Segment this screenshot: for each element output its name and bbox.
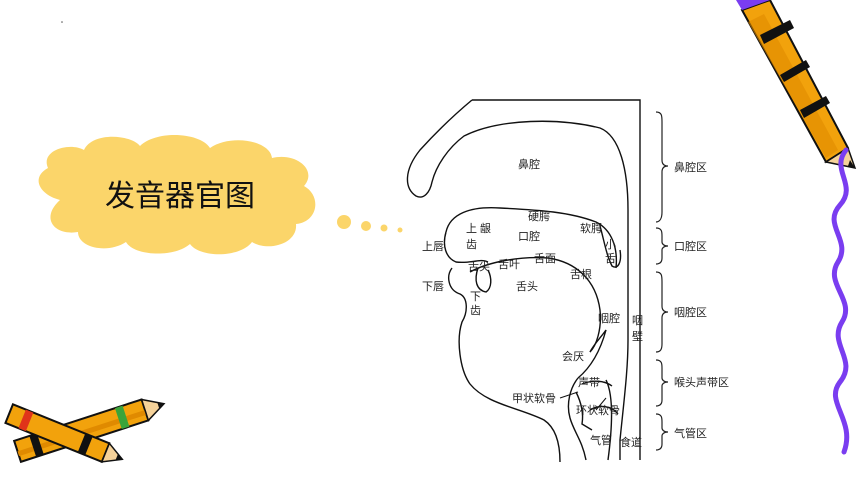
label-tongue-root: 舌根 [570, 267, 592, 281]
label-hard-palate: 硬腭 [528, 210, 550, 223]
label-trachea: 气管 [590, 433, 612, 447]
region-label-pharynx: 咽腔区 [674, 305, 707, 319]
label-esophagus: 食道 [620, 435, 642, 449]
label-nasal-cavity: 鼻腔 [518, 157, 540, 171]
epiglottis-outline [577, 329, 607, 379]
label-tongue-head: 舌头 [516, 280, 538, 293]
label-lower-lip: 下唇 [422, 280, 444, 293]
esophagus-outline [605, 379, 613, 461]
title-cloud: 发音器官图 [38, 134, 403, 255]
label-upper-teeth-1: 上 [466, 222, 477, 235]
label-leaders [559, 391, 607, 411]
label-upper-lip: 上唇 [422, 240, 444, 253]
palate-outline [445, 207, 618, 269]
label-pharynx-wall-2: 壁 [632, 329, 643, 343]
label-uvula-2: 舌 [605, 252, 616, 265]
label-vocal-cords: 声带 [578, 375, 600, 389]
label-thyroid-cartilage: 甲状软骨 [512, 391, 556, 405]
region-label-nasal: 鼻腔区 [674, 160, 707, 174]
lower-teeth-outline [475, 267, 492, 293]
label-soft-palate: 软腭 [580, 221, 602, 235]
label-lower-teeth-1: 下 [470, 290, 481, 303]
label-tongue-tip: 舌尖 [468, 260, 490, 273]
decorative-squiggle [831, 147, 850, 455]
larynx-outline [567, 377, 587, 461]
thyroid-cartilage-outline [575, 391, 593, 431]
label-epiglottis: 会厌 [562, 350, 584, 363]
label-upper-teeth-2: 齿 [466, 238, 477, 251]
uvula-outline [599, 225, 622, 268]
label-gum: 龈 [480, 221, 491, 235]
pencil-icon-top-right [736, 0, 857, 170]
label-tongue-blade: 舌叶 [498, 258, 520, 271]
speck [61, 21, 63, 23]
region-label-oral: 口腔区 [674, 239, 707, 253]
lower-lip-outline [448, 267, 561, 463]
label-tongue-surface: 舌面 [534, 252, 556, 265]
tongue-outline [469, 256, 602, 353]
nose-outline [406, 99, 629, 211]
region-label-trachea: 气管区 [674, 426, 707, 440]
vocal-cords-outline [581, 380, 613, 387]
cricoid-outline [589, 405, 619, 415]
page-title: 发音器官图 [105, 179, 255, 214]
label-lower-teeth-2: 齿 [470, 304, 481, 317]
label-pharynx-cavity: 咽腔 [598, 311, 620, 325]
label-uvula-1: 小 [605, 238, 616, 251]
label-cricoid-cartilage: 环状软骨 [576, 403, 620, 417]
region-label-larynx: 喉头声带区 [674, 375, 729, 389]
pharynx-wall [619, 210, 629, 460]
region-brackets [655, 111, 669, 451]
pencils-icon-bottom-left [4, 398, 166, 464]
upper-lip-outline [443, 231, 489, 264]
vocal-organs-diagram [406, 99, 641, 463]
head-outline [472, 99, 641, 460]
label-oral-cavity: 口腔 [518, 229, 540, 243]
label-pharynx-wall-1: 咽 [632, 314, 643, 327]
